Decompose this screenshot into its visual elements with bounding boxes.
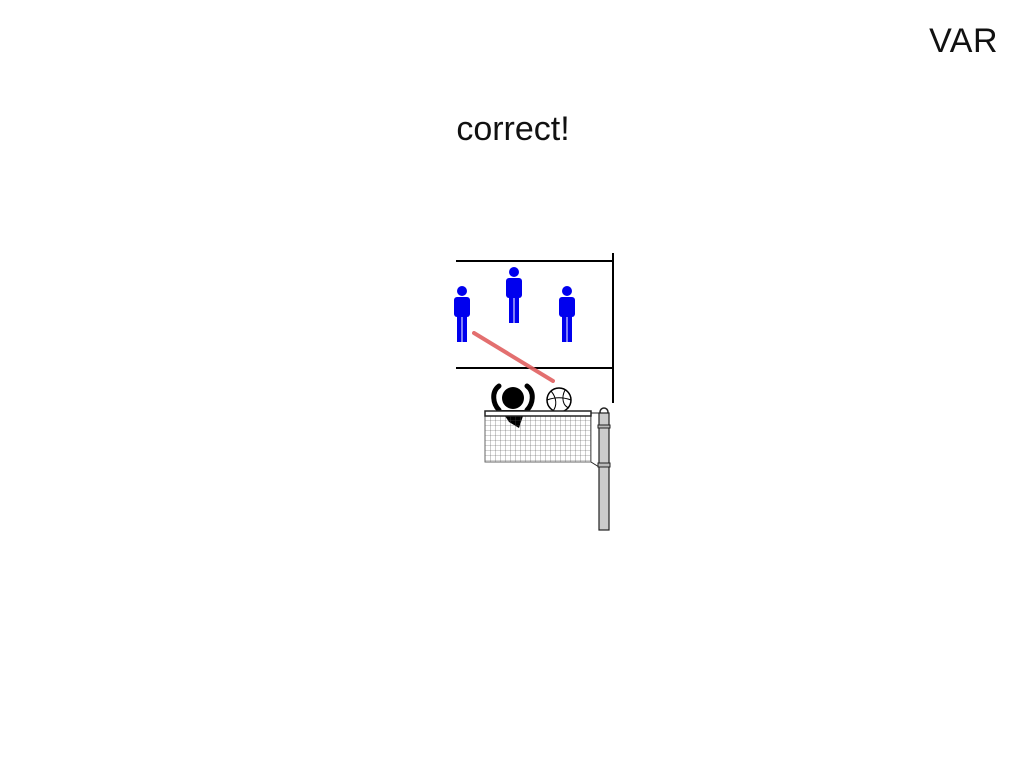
person-icon (559, 286, 575, 342)
person-icon (454, 286, 470, 342)
pole-icon (597, 407, 611, 531)
result-text: correct! (456, 110, 570, 148)
blocker-icon (491, 383, 535, 428)
result-message: correct! (0, 110, 1024, 149)
ball-trajectory (472, 331, 555, 383)
person-icon (506, 267, 522, 323)
net-icon (484, 410, 600, 468)
volleyball-scene (454, 253, 614, 531)
var-label: VAR (929, 22, 998, 60)
volleyball-icon (546, 387, 572, 413)
